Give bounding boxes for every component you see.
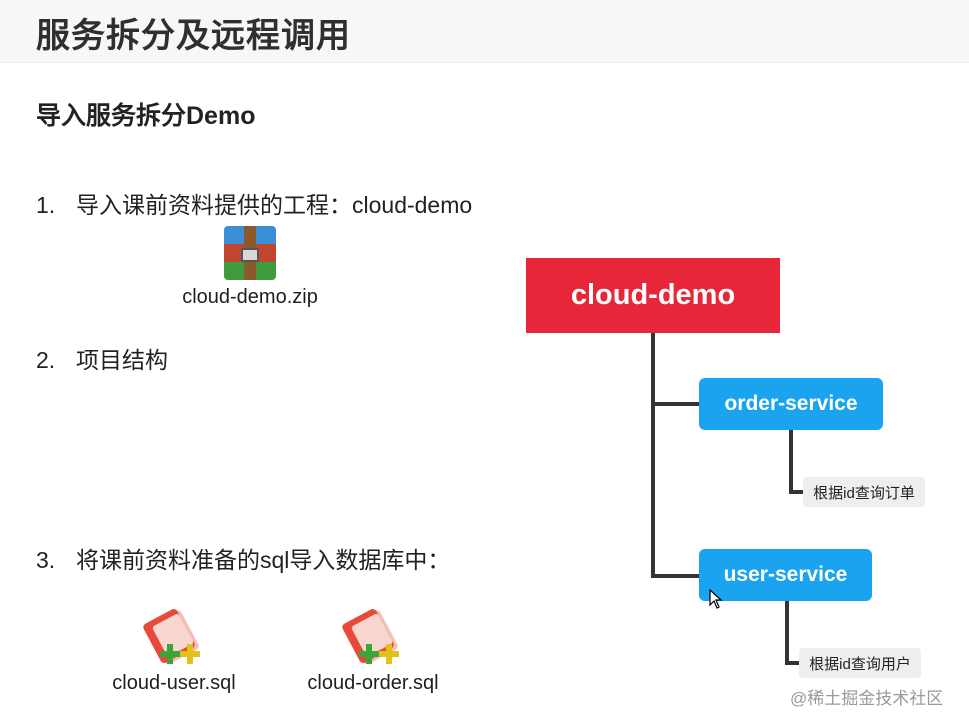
file-label: cloud-user.sql <box>112 672 236 694</box>
order-service-node: order-service <box>699 378 883 430</box>
watermark: @稀土掘金技术社区 <box>790 689 944 708</box>
step-text: 导入课前资料提供的工程：cloud-demo <box>76 192 473 218</box>
file-label: cloud-demo.zip <box>182 286 318 308</box>
step-number: 3. <box>36 547 56 573</box>
zip-file[interactable]: cloud-demo.zip <box>160 226 340 309</box>
step-text: 将课前资料准备的sql导入数据库中： <box>76 547 451 573</box>
connector-order-note <box>789 430 793 492</box>
file-label: cloud-order.sql <box>307 672 439 694</box>
diagram-root-node: cloud-demo <box>526 258 780 333</box>
step-3: 3. 将课前资料准备的sql导入数据库中： <box>36 541 450 575</box>
connector-user-note-h <box>785 661 799 665</box>
step-1: 1. 导入课前资料提供的工程：cloud-demo <box>36 186 472 220</box>
connector-user-note <box>785 600 789 663</box>
user-service-note: 根据id查询用户 <box>799 648 921 678</box>
sql-user-file[interactable]: cloud-user.sql <box>94 607 254 695</box>
mouse-cursor-icon <box>709 589 723 609</box>
title-bar: 服务拆分及远程调用 <box>0 0 969 63</box>
connector-order <box>651 402 699 406</box>
connector-main <box>651 333 655 578</box>
connector-user <box>651 574 699 578</box>
section-subtitle: 导入服务拆分Demo <box>36 102 256 130</box>
sql-order-file[interactable]: cloud-order.sql <box>290 607 456 695</box>
sql-file-icon <box>141 607 204 668</box>
step-number: 1. <box>36 192 56 218</box>
sql-file-icon <box>340 607 403 668</box>
page-title: 服务拆分及远程调用 <box>36 17 351 55</box>
connector-order-note-h <box>789 490 803 494</box>
user-service-node: user-service <box>699 549 872 601</box>
step-number: 2. <box>36 347 56 373</box>
step-2: 2. 项目结构 <box>36 341 168 375</box>
order-service-note: 根据id查询订单 <box>803 477 925 507</box>
winrar-archive-icon <box>222 226 278 282</box>
step-text: 项目结构 <box>76 347 168 373</box>
